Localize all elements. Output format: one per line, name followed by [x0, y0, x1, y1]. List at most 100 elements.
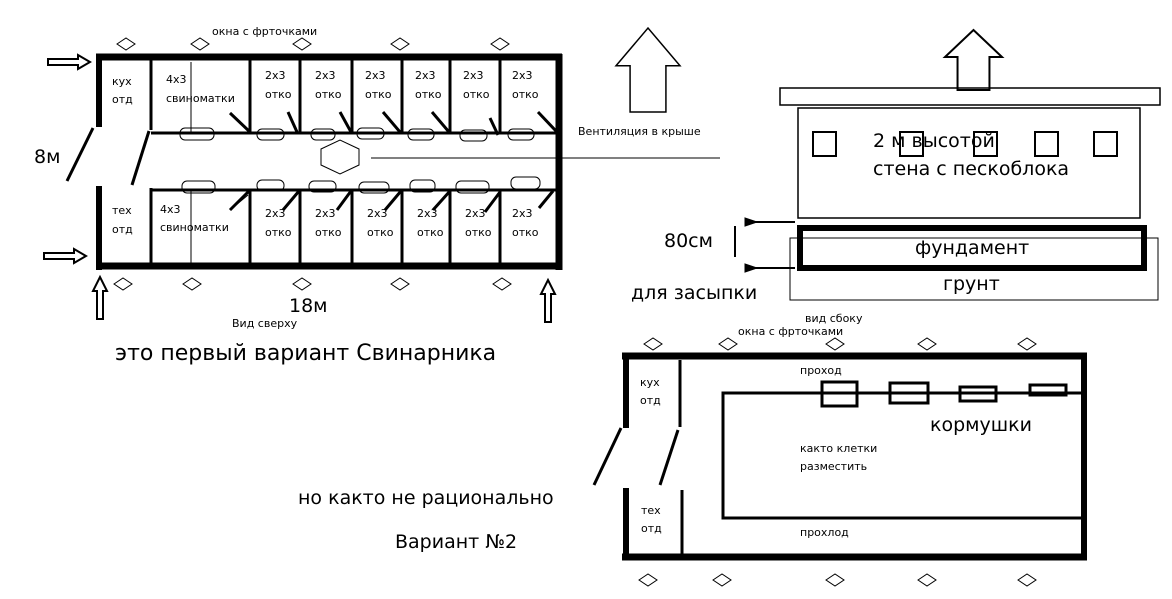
window-square-icon — [899, 131, 924, 157]
pen-size-top: 2х3 — [512, 69, 533, 82]
cages-label-2: разместить — [800, 460, 868, 473]
window-icon — [643, 337, 663, 351]
pen-label-top: отко — [512, 88, 539, 101]
pen-size-top: 2х3 — [265, 69, 286, 82]
inner-door — [130, 130, 151, 186]
pen-label-top: отко — [265, 88, 292, 101]
feeder-icon — [820, 380, 859, 408]
view-label: Вид сверху — [232, 317, 298, 330]
pen-door-bottom — [431, 189, 452, 212]
feeder-icon — [308, 180, 337, 193]
kitchen-label-1: кух — [112, 75, 132, 88]
roof — [779, 87, 1161, 106]
window-square-icon — [812, 131, 837, 157]
backfill-label: для засыпки — [631, 282, 758, 304]
aisle-top-label: проход — [800, 364, 842, 377]
foundation-label: фундамент — [915, 237, 1030, 259]
tech2-label-1: тех — [641, 504, 661, 517]
pen-size-bottom: 2х3 — [315, 207, 336, 220]
window-icon — [1017, 337, 1037, 351]
feeder-icon — [356, 127, 385, 140]
caption-variant-1: это первый вариант Свинарника — [115, 341, 497, 366]
window-square-icon — [973, 131, 998, 157]
ventilation-label: Вентиляция в крыше — [578, 125, 701, 138]
window-icon — [492, 277, 512, 291]
cage-area — [721, 391, 1084, 520]
window-icon — [712, 573, 732, 587]
windows-label-2: окна с фрточками — [738, 325, 844, 338]
window-icon — [390, 37, 410, 51]
pen-door-bottom — [537, 190, 555, 209]
feeder-icon — [256, 179, 285, 192]
pen-label-bottom: отко — [417, 226, 444, 239]
width-label: 8м — [34, 146, 61, 168]
pen-door-top — [286, 111, 299, 133]
pen-door-top — [228, 111, 252, 134]
window-icon — [825, 337, 845, 351]
pen-label-top: отко — [415, 88, 442, 101]
tech2-label-2: отд — [641, 522, 662, 535]
pen-label-bottom: отко — [265, 226, 292, 239]
feeder-icon — [888, 381, 930, 405]
pen-label-top: отко — [365, 88, 392, 101]
feeder-icon — [310, 128, 336, 141]
ground-label: грунт — [943, 273, 1000, 295]
window-icon — [638, 573, 658, 587]
pen-size-top: 2х3 — [365, 69, 386, 82]
side-view-label: вид сбоку — [805, 312, 863, 325]
pen-door-top — [536, 110, 558, 133]
feeder-icon — [256, 128, 285, 141]
pen-size-top: 2х3 — [415, 69, 436, 82]
feeder-icon — [407, 128, 435, 141]
window-icon — [1017, 573, 1037, 587]
arrow-head-icon — [744, 263, 759, 273]
entrance-door — [592, 427, 623, 486]
airflow-arrow-icon — [43, 247, 88, 265]
window-icon — [182, 277, 202, 291]
feeder-icon — [958, 385, 998, 403]
wall — [797, 107, 1141, 219]
arrow-head-icon — [744, 217, 759, 227]
depth-label: 80см — [664, 230, 713, 252]
pen-door-top — [338, 111, 353, 133]
window-icon — [490, 37, 510, 51]
pen-door-bottom — [281, 190, 301, 211]
airflow-arrow-icon — [47, 53, 92, 71]
tech-label-1: тех — [112, 204, 132, 217]
sow-pen-label-top: свиноматки — [166, 92, 235, 105]
feeder-icon — [181, 180, 216, 194]
window-icon — [292, 277, 312, 291]
entrance-door — [65, 127, 95, 182]
sow-pen-size-top: 4х3 — [166, 73, 187, 86]
hexagon-icon — [320, 139, 360, 175]
window-icon — [390, 277, 410, 291]
roof-vent-arrow-icon — [942, 28, 1005, 91]
window-icon — [116, 37, 136, 51]
pen-door-top — [381, 111, 402, 133]
window-square-icon — [1093, 131, 1118, 157]
window-icon — [718, 337, 738, 351]
pen-size-top: 2х3 — [463, 69, 484, 82]
pen-label-top: отко — [463, 88, 490, 101]
aisle-bottom-label: прохлод — [800, 526, 849, 539]
ventilation-arrow-icon — [614, 26, 682, 113]
feeder-icon — [507, 128, 535, 141]
kitchen-label-2: отд — [112, 93, 133, 106]
pen-label-bottom: отко — [315, 226, 342, 239]
pen-door-bottom — [483, 191, 502, 213]
window-icon — [190, 37, 210, 51]
feeder-icon — [409, 179, 436, 193]
airflow-arrow-icon — [91, 274, 109, 320]
window-icon — [917, 337, 937, 351]
comment-label: но както не рационально — [298, 487, 554, 509]
window-icon — [113, 277, 133, 291]
thin-line — [229, 194, 249, 211]
pen-door-top — [488, 117, 500, 136]
caption-variant-2: Вариант №2 — [395, 531, 518, 553]
foundation — [797, 225, 1147, 271]
feeder-icon — [358, 181, 390, 194]
pen-size-bottom: 2х3 — [512, 207, 533, 220]
window-icon — [825, 573, 845, 587]
